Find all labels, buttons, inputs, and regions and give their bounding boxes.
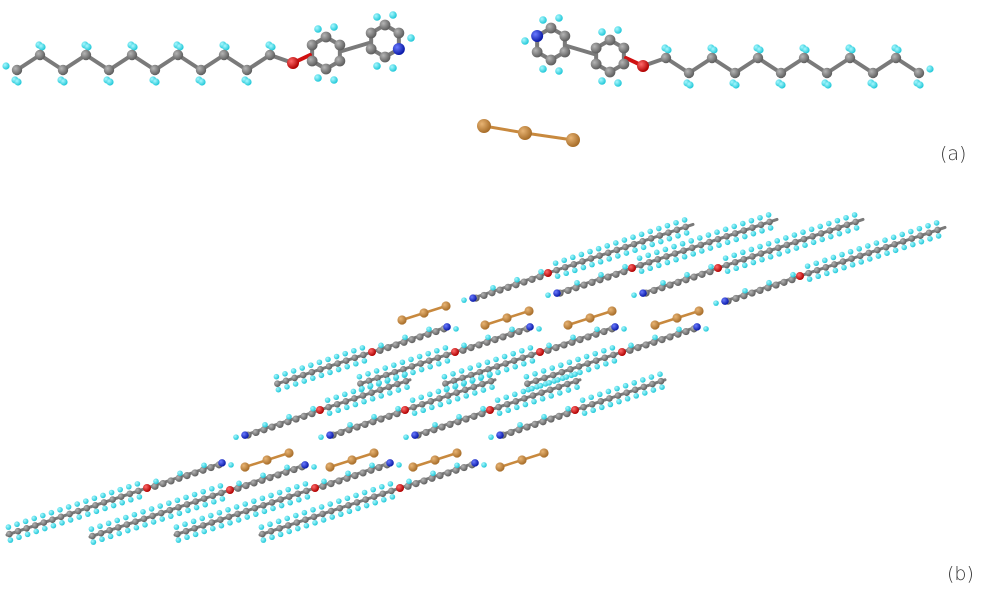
panel-label-a: (a): [940, 143, 967, 165]
panel-label-b: (b): [947, 563, 974, 585]
panel-b-crystal-packing: [5, 212, 947, 545]
panel-a-molecule: [2, 11, 934, 147]
